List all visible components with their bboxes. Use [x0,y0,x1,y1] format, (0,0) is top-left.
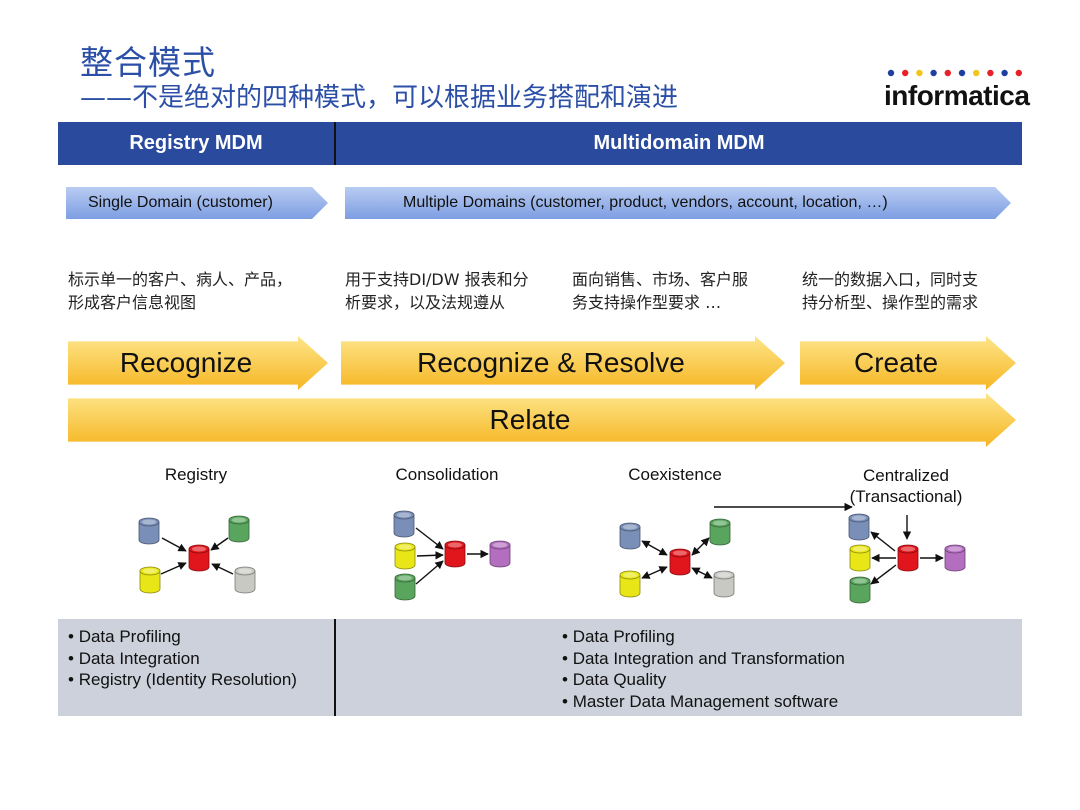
relate-arrow: Relate [68,393,1016,447]
style-consolidation-label: Consolidation [395,465,499,484]
description-line: 形成客户信息视图 [68,293,197,312]
registry-gray-database-icon [234,566,256,594]
header-divider [334,122,336,165]
flow-arrow [161,537,187,552]
description-centralized: 统一的数据入口，同时支 持分析型、操作型的需求 [802,268,978,314]
flow-arrow [160,562,187,575]
centralized-purple-database-icon [944,544,966,572]
create-arrow: Create [800,336,1016,390]
capability-item: Data Quality [562,669,845,691]
logo-dot [987,69,994,77]
bottom-divider [334,619,336,716]
logo-dot [958,69,966,77]
capabilities-multidomain-list: Data Profiling Data Integration and Tran… [562,626,845,712]
header-registry-mdm: Registry MDM [58,122,334,165]
logo-dot [944,69,951,77]
create-label: Create [853,347,939,378]
coexistence-gray-database-icon [713,570,735,598]
flow-arrow [870,531,896,552]
multiple-domains-arrow: Multiple Domains (customer, product, ven… [345,187,1011,219]
informatica-logo: informatica [884,80,1030,111]
description-line: 标示单一的客户、病人、产品， [68,270,293,289]
style-centralized-label: Centralized (Transactional) [836,465,976,507]
style-coexistence-label: Coexistence [628,465,722,484]
flow-arrow [641,566,668,579]
logo-dot [1015,69,1022,77]
logo-dot [887,69,895,77]
capability-item: Data Integration [68,648,297,670]
flow-arrow [641,540,668,556]
centralized-yellow-database-icon [849,544,871,572]
logo-dot [930,69,937,77]
flow-arrow [870,564,897,585]
consolidation-green-database-icon [394,573,416,601]
page-title: 整合模式 [80,43,216,82]
flow-arrow [211,563,234,575]
description-line: 持分析型、操作型的需求 [802,293,979,312]
flow-arrow [691,567,713,579]
header-multidomain-mdm: Multidomain MDM [336,122,1022,165]
capabilities-registry-list: Data Profiling Data Integration Registry… [68,626,297,691]
flow-arrow [415,527,444,550]
logo-dot [916,69,923,77]
centralized-red-database-icon [897,544,919,572]
consolidation-purple-database-icon [489,540,511,568]
recognize-arrow: Recognize [68,336,328,390]
centralized-line: (Transactional) [849,487,963,506]
registry-red-database-icon [188,544,210,572]
flow-arrow [416,551,444,560]
coexistence-yellow-database-icon [619,570,641,598]
logo-dots [887,69,1022,77]
description-registry: 标示单一的客户、病人、产品， 形成客户信息视图 [68,268,292,314]
flow-arrow [210,537,229,551]
flow-arrow [691,537,710,556]
relate-label: Relate [489,404,571,435]
logo-dot [902,69,909,77]
capabilities-registry-panel: Data Profiling Data Integration Registry… [58,619,334,716]
single-domain-label: Single Domain (customer) [88,194,273,211]
multiple-domains-label: Multiple Domains (customer, product, ven… [403,194,888,211]
description-line: 统一的数据入口，同时支 [802,270,979,289]
recognize-resolve-arrow: Recognize & Resolve [341,336,785,390]
description-consolidation: 用于支持DI/DW 报表和分 析要求，以及法规遵从 [345,268,529,314]
consolidation-red-database-icon [444,540,466,568]
capabilities-multidomain-panel: Data Profiling Data Integration and Tran… [336,619,1022,716]
capability-item: Data Integration and Transformation [562,648,845,670]
style-registry-label: Registry [164,465,228,484]
centralized-line: Centralized [863,466,949,485]
description-line: 面向销售、市场、客户服 [572,270,749,289]
recognize-label: Recognize [119,347,253,378]
coexistence-green-database-icon [709,518,731,546]
capability-item: Data Profiling [68,626,297,648]
consolidation-yellow-database-icon [394,542,416,570]
registry-green-database-icon [228,515,250,543]
centralized-blue-database-icon [848,513,870,541]
recognize-resolve-label: Recognize & Resolve [417,347,685,378]
capability-item: Master Data Management software [562,691,845,713]
single-domain-arrow: Single Domain (customer) [66,187,328,219]
flow-arrow [415,560,444,585]
capability-item: Data Profiling [562,626,845,648]
capability-item: Registry (Identity Resolution) [68,669,297,691]
logo-dot [1001,69,1008,77]
logo-dot [973,69,980,77]
coexistence-blue-database-icon [619,522,641,550]
consolidation-blue-database-icon [393,510,415,538]
description-line: 用于支持DI/DW 报表和分 [345,270,529,289]
registry-yellow-database-icon [139,566,161,594]
description-coexistence: 面向销售、市场、客户服 务支持操作型要求 … [572,268,748,314]
description-line: 析要求，以及法规遵从 [345,293,506,312]
centralized-green-database-icon [849,576,871,604]
registry-blue-database-icon [138,517,160,545]
description-line: 务支持操作型要求 … [572,293,722,312]
page-subtitle: ——不是绝对的四种模式，可以根据业务搭配和演进 [80,83,679,113]
coexistence-red-database-icon [669,548,691,576]
